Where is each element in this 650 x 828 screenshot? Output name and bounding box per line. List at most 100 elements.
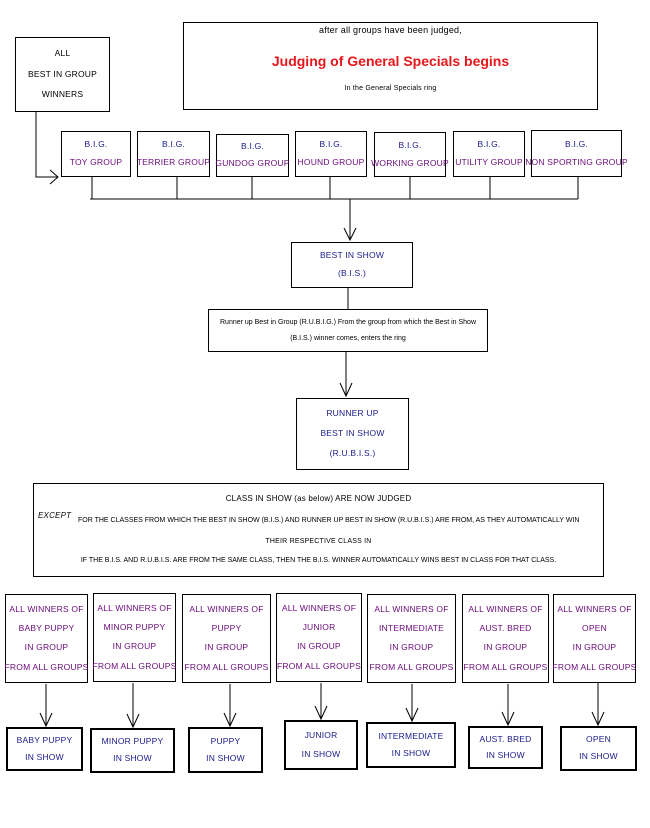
class-winners-line: FROM ALL GROUPS <box>369 661 454 672</box>
class-winners-line: ALL WINNERS OF <box>97 602 172 613</box>
class-arrowhead <box>39 712 53 728</box>
group-box-toy: B.I.G. TOY GROUP <box>61 131 131 177</box>
header-top-text: after all groups have been judged, <box>319 25 462 35</box>
class-winners-line: PUPPY <box>211 623 242 634</box>
class-result-line: IN SHOW <box>579 751 618 762</box>
class-result-line: IN SHOW <box>113 753 152 764</box>
class-arrowhead <box>591 711 605 727</box>
class-arrowhead <box>223 712 237 728</box>
start-connector <box>35 112 58 178</box>
runner-note-line-2: (B.I.S.) winner comes, enters the ring <box>290 334 406 342</box>
group-name: TERRIER GROUP <box>136 157 211 168</box>
group-code: B.I.G. <box>241 141 264 152</box>
runner-note-line-1: Runner up Best in Group (R.U.B.I.G.) Fro… <box>220 318 476 326</box>
class-winners-line: OPEN <box>582 623 607 634</box>
class-result-box-junior: JUNIOR IN SHOW <box>284 720 358 770</box>
group-box-hound: B.I.G. HOUND GROUP <box>295 131 367 177</box>
group-name: NON SPORTING GROUP <box>525 156 628 167</box>
class-note-line-1: FOR THE CLASSES FROM WHICH THE BEST IN S… <box>78 517 580 525</box>
class-winners-line: FROM ALL GROUPS <box>552 661 637 672</box>
all-best-in-group-winners-box: ALL BEST IN GROUP WINNERS <box>15 37 110 112</box>
group-code: B.I.G. <box>162 139 185 150</box>
class-result-box-baby-puppy: BABY PUPPY IN SHOW <box>6 727 83 771</box>
class-winners-line: JUNIOR <box>302 622 336 633</box>
class-winners-line: IN GROUP <box>572 642 617 653</box>
group-box-non-sporting: B.I.G. NON SPORTING GROUP <box>525 130 628 177</box>
class-arrowhead <box>405 707 419 723</box>
class-winners-line: ALL WINNERS OF <box>468 603 543 614</box>
class-note-line-3: IF THE B.I.S. AND R.U.B.I.S. ARE FROM TH… <box>80 557 557 565</box>
start-line-1: ALL <box>54 48 71 59</box>
rubis-line-3: (R.U.B.I.S.) <box>329 448 376 459</box>
class-result-line: INTERMEDIATE <box>378 730 444 741</box>
group-name: UTILITY GROUP <box>455 157 523 168</box>
group-code: B.I.G. <box>565 138 588 149</box>
class-result-line: IN SHOW <box>25 751 64 762</box>
class-winners-line: IN GROUP <box>483 642 528 653</box>
runner-up-best-in-show-box: RUNNER UP BEST IN SHOW (R.U.B.I.S.) <box>296 398 409 470</box>
class-result-line: AUST. BRED <box>479 733 532 744</box>
group-box-terrier: B.I.G. TERRIER GROUP <box>137 131 210 177</box>
class-winners-line: ALL WINNERS OF <box>281 602 357 613</box>
class-winners-line: ALL WINNERS OF <box>189 603 264 614</box>
class-arrowhead <box>314 705 328 721</box>
class-result-box-minor-puppy: MINOR PUPPY IN SHOW <box>90 728 175 773</box>
class-result-line: MINOR PUPPY <box>101 736 164 747</box>
class-winners-box-junior: ALL WINNERS OF JUNIOR IN GROUP FROM ALL … <box>276 593 362 682</box>
class-winners-box-baby-puppy: ALL WINNERS OF BABY PUPPY IN GROUP FROM … <box>5 594 88 683</box>
class-winners-line: IN GROUP <box>204 642 249 653</box>
class-winners-line: IN GROUP <box>24 642 69 653</box>
class-result-line: IN SHOW <box>486 749 525 760</box>
class-winners-line: FROM ALL GROUPS <box>277 660 361 671</box>
best-in-show-box: BEST IN SHOW (B.I.S.) <box>291 242 413 288</box>
class-winners-line: ALL WINNERS OF <box>557 603 632 614</box>
group-code: B.I.G. <box>84 139 108 150</box>
class-in-show-note-box: CLASS IN SHOW (as below) ARE NOW JUDGED … <box>33 483 604 577</box>
class-winners-line: ALL WINNERS OF <box>374 603 449 614</box>
start-line-2: BEST IN GROUP <box>27 68 98 79</box>
class-result-line: IN SHOW <box>301 748 341 759</box>
class-arrowhead <box>126 713 140 729</box>
class-winners-line: FROM ALL GROUPS <box>4 661 89 672</box>
class-winners-line: FROM ALL GROUPS <box>92 660 177 671</box>
class-winners-box-puppy: ALL WINNERS OF PUPPY IN GROUP FROM ALL G… <box>182 594 271 683</box>
rubis-line-1: RUNNER UP <box>326 408 379 419</box>
group-code: B.I.G. <box>319 139 343 150</box>
class-winners-box-minor-puppy: ALL WINNERS OF MINOR PUPPY IN GROUP FROM… <box>93 593 176 682</box>
class-result-box-open: OPEN IN SHOW <box>560 726 637 771</box>
class-result-box-intermediate: INTERMEDIATE IN SHOW <box>366 722 456 768</box>
class-winners-line: IN GROUP <box>389 642 434 653</box>
class-winners-line: IN GROUP <box>112 641 157 652</box>
group-box-working: B.I.G. WORKING GROUP <box>371 132 449 177</box>
group-box-utility: B.I.G. UTILITY GROUP <box>453 131 525 177</box>
class-winners-box-intermediate: ALL WINNERS OF INTERMEDIATE IN GROUP FRO… <box>367 594 456 683</box>
class-result-line: BABY PUPPY <box>16 735 73 746</box>
group-box-gundog: B.I.G. GUNDOG GROUP <box>215 134 290 177</box>
class-winners-line: BABY PUPPY <box>18 623 75 634</box>
header-bottom-text: In the General Specials ring <box>344 85 437 93</box>
class-note-line-2: THEIR RESPECTIVE CLASS IN <box>265 538 372 546</box>
class-winners-box-open: ALL WINNERS OF OPEN IN GROUP FROM ALL GR… <box>553 594 636 683</box>
class-result-box-aust-bred: AUST. BRED IN SHOW <box>468 726 543 769</box>
group-name: GUNDOG GROUP <box>215 158 290 169</box>
class-winners-box-aust-bred: ALL WINNERS OF AUST. BRED IN GROUP FROM … <box>462 594 549 683</box>
class-winners-line: IN GROUP <box>297 641 341 652</box>
group-name: WORKING GROUP <box>371 157 449 168</box>
class-result-line: IN SHOW <box>391 747 431 758</box>
class-note-except-row: EXCEPT FOR THE CLASSES FROM WHICH THE BE… <box>34 511 603 527</box>
class-winners-line: FROM ALL GROUPS <box>463 661 548 672</box>
class-winners-line: FROM ALL GROUPS <box>184 661 269 672</box>
start-arrowhead <box>49 169 59 185</box>
class-result-line: IN SHOW <box>206 752 245 763</box>
bis-line-2: (B.I.S.) <box>337 268 367 279</box>
group-name: HOUND GROUP <box>297 157 365 168</box>
general-specials-header-box: after all groups have been judged, Judgi… <box>183 22 598 110</box>
class-note-title: CLASS IN SHOW (as below) ARE NOW JUDGED <box>225 494 412 504</box>
class-winners-line: MINOR PUPPY <box>103 622 166 633</box>
class-note-except: EXCEPT <box>38 511 72 521</box>
class-result-line: PUPPY <box>210 735 241 746</box>
class-arrowhead <box>501 711 515 727</box>
class-winners-line: AUST. BRED <box>479 623 532 634</box>
runner-up-note-box: Runner up Best in Group (R.U.B.I.G.) Fro… <box>208 309 488 352</box>
